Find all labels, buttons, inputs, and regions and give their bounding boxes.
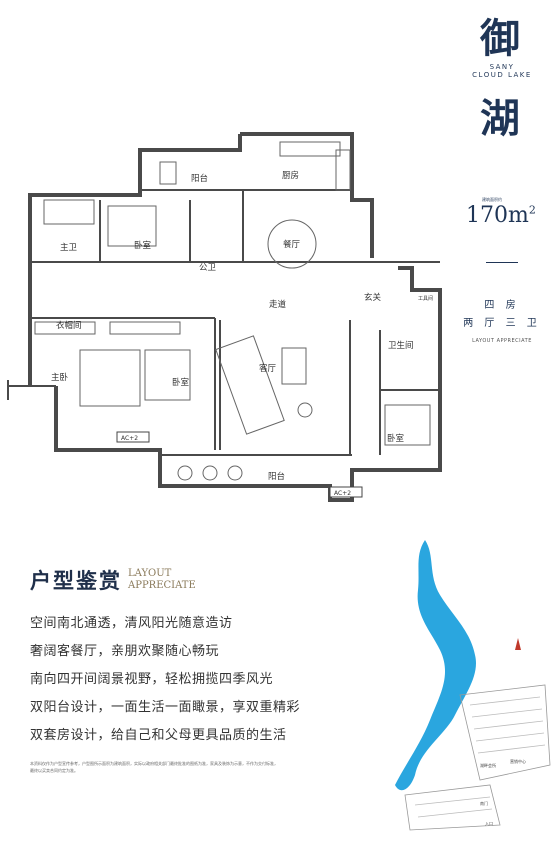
section-title: 户型鉴赏 — [30, 569, 122, 593]
label-entrance: 玄关 — [364, 292, 382, 303]
feature-4: 双阳台设计，一面生活一面瞰景，享双重精彩 — [30, 700, 301, 715]
label-kitchen: 厨房 — [282, 170, 299, 181]
label-closet: 衣帽间 — [56, 320, 82, 331]
label-dining: 餐厅 — [283, 240, 301, 250]
label-tool-room: 工具间 — [418, 295, 433, 302]
area-number: 170 — [466, 203, 508, 228]
area-sup: 2 — [528, 203, 536, 217]
area-unit: m — [508, 203, 529, 228]
furniture — [34, 141, 431, 481]
label-bath-right: 卫生间 — [388, 340, 414, 351]
area-value: 170m2 — [466, 203, 536, 228]
label-public-bath: 公卫 — [199, 263, 217, 273]
feature-1: 空间南北通透，清风阳光随意造访 — [30, 616, 233, 631]
label-balcony-bottom: 阳台 — [268, 471, 285, 482]
label-bedroom-top: 卧室 — [134, 240, 152, 251]
feature-3: 南向四开间阔景视野，轻松拥揽四季风光 — [30, 672, 274, 687]
site-map: 湖畔会所 营销中心 入口 南门 — [395, 540, 551, 831]
layout-line-2: 两 厅 三 卫 — [463, 318, 541, 329]
brand-char-hu: 湖 — [480, 95, 520, 142]
area-tag: 建筑面积约 — [482, 197, 502, 202]
ac-label-1: AC+2 — [121, 435, 138, 442]
disclaimer: 本资料仅作为户型宣传参考，户型图所示面积为建筑面积，实际以政府相关部门最终批准的… — [30, 761, 278, 773]
inner-walls — [7, 189, 440, 456]
map-label-club: 湖畔会所 — [480, 762, 496, 768]
label-corridor: 走道 — [269, 299, 287, 310]
ac-label-2: AC+2 — [334, 490, 351, 497]
compass-icon — [515, 638, 521, 650]
building-blocks — [404, 684, 551, 831]
section-title-en-2: APPRECIATE — [128, 580, 196, 591]
layout-en: LAYOUT APPRECIATE — [472, 338, 532, 344]
brand-english-line1: SANY — [489, 63, 515, 71]
label-master-bath: 主卫 — [60, 242, 78, 253]
floor-plan: 阳台 厨房 主卫 卧室 公卫 餐厅 走道 玄关 工具间 衣帽间 主卧 卧室 客厅… — [7, 132, 442, 502]
section-title-en-1: LAYOUT — [128, 568, 172, 579]
label-living: 客厅 — [259, 363, 277, 374]
lake — [395, 540, 476, 791]
map-label-south-gate: 南门 — [480, 800, 488, 806]
label-master-bedroom: 主卧 — [51, 372, 69, 383]
feature-2: 奢阔客餐厅，亲朋欢聚随心畅玩 — [30, 644, 220, 659]
layout-line-1: 四 房 — [484, 300, 520, 311]
feature-5: 双套房设计，给自己和父母更具品质的生活 — [30, 728, 287, 743]
map-label-entry: 入口 — [485, 821, 493, 826]
divider-rule — [486, 262, 518, 263]
brand-english: SANY CLOUD LAKE — [462, 63, 542, 79]
brand-char-yu: 御 — [480, 15, 520, 62]
map-label-sales: 营销中心 — [510, 758, 526, 764]
label-balcony-top: 阳台 — [191, 173, 208, 184]
section-title-en: LAYOUT APPRECIATE — [128, 568, 196, 592]
outer-walls — [28, 132, 442, 502]
label-bedroom-right: 卧室 — [387, 433, 405, 444]
brand-english-line2: CLOUD LAKE — [472, 71, 532, 79]
label-bedroom-mid: 卧室 — [172, 377, 190, 388]
